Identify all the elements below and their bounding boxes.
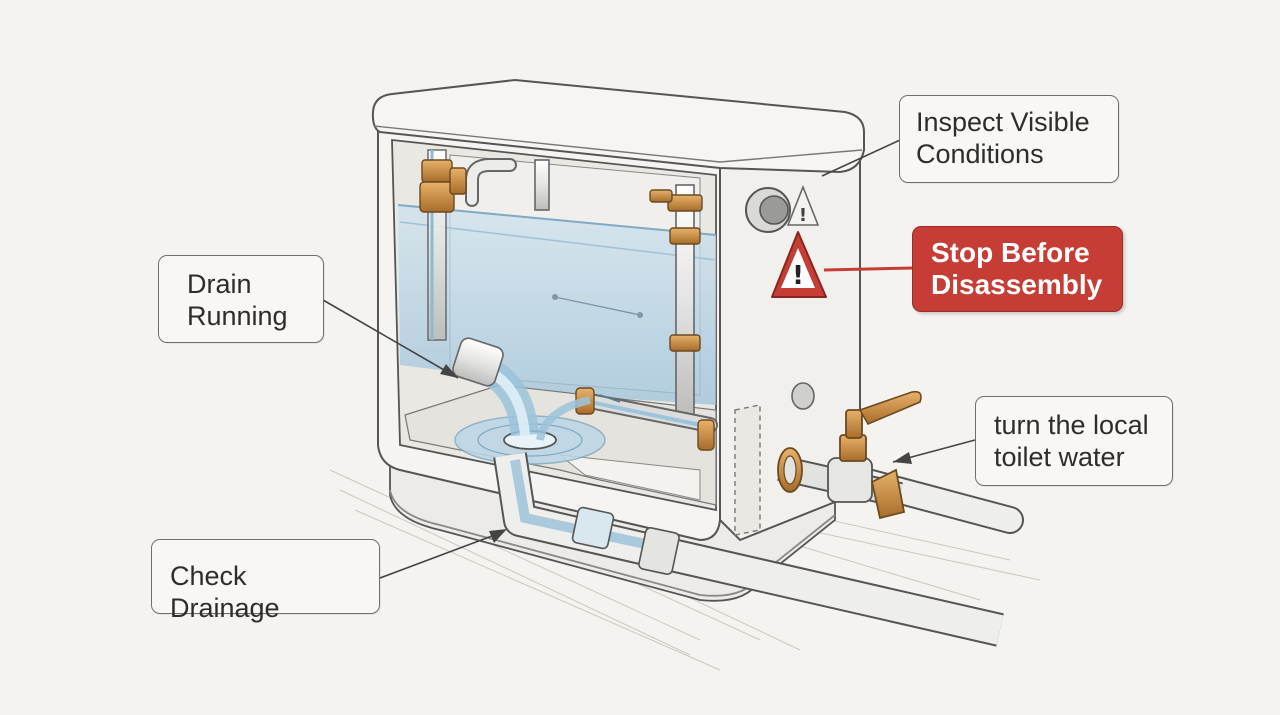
brass-fittings (419, 159, 715, 451)
drain-flow (452, 337, 606, 465)
callout-inspect-visible-conditions: Inspect Visible Conditions (899, 95, 1119, 183)
callout-check-text: Check Drainage (170, 561, 280, 623)
warning-triangle-icon: ! (786, 184, 820, 226)
callout-stop-before-disassembly: Stop Before Disassembly (912, 226, 1123, 312)
warning-triangle-icon: ! (771, 231, 827, 298)
tank-lid (371, 78, 865, 174)
callout-drain-running: Drain Running (158, 255, 324, 343)
valve-handle-icon (858, 390, 922, 426)
drain-pipe (493, 452, 1004, 647)
arrow-heads (440, 364, 912, 543)
callout-turn-line-2: toilet water (994, 442, 1125, 472)
callout-turn-local-toilet-water: turn the local toilet water (975, 396, 1173, 486)
callout-turn-line-1: turn the local (994, 410, 1149, 440)
callout-stop-line-2: Disassembly (931, 269, 1103, 300)
callout-stop-line-1: Stop Before (931, 237, 1090, 268)
callout-drain-line-2: Running (187, 301, 288, 331)
knob-icon (745, 187, 791, 233)
callout-inspect-line-1: Inspect Visible (916, 107, 1090, 137)
side-opening (734, 404, 761, 536)
callout-check-drainage: Check Drainage (151, 539, 380, 623)
callout-inspect-line-2: Conditions (916, 139, 1044, 169)
leader-lines (322, 139, 976, 579)
supply-line (777, 409, 1024, 534)
indicator-dot (791, 382, 815, 410)
svg-text:!: ! (792, 261, 804, 291)
callout-drain-line-1: Drain (187, 269, 252, 299)
svg-text:!: ! (799, 205, 807, 226)
